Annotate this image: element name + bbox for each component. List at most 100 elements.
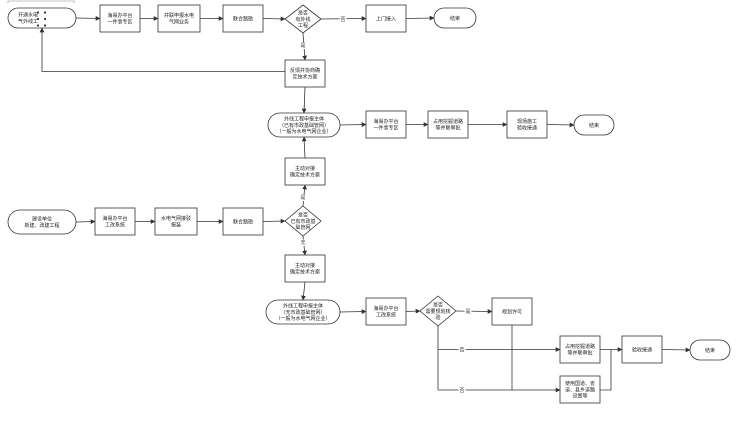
edge-t2-p6 bbox=[339, 122, 367, 127]
flow-node-p12: 联合踏勘 bbox=[222, 207, 264, 236]
edge-d3-p15 bbox=[455, 309, 493, 314]
node-shape bbox=[559, 375, 601, 404]
node-label: 验收接通 bbox=[517, 124, 537, 131]
node-label: 外线工程申报主体 bbox=[284, 116, 324, 123]
node-shape bbox=[506, 110, 548, 139]
node-shape bbox=[222, 207, 264, 236]
edge-p4-end1 bbox=[405, 15, 435, 21]
node-label: 一件事专区 bbox=[373, 124, 398, 131]
edge-start-p1 bbox=[75, 16, 101, 21]
flow-node-t3: 外线工程申报主体（无市政基础管网）（一般为水电气网企业） bbox=[265, 299, 341, 325]
flow-node-end3: 结束 bbox=[689, 339, 731, 361]
node-label: 新建、改建工程 bbox=[24, 222, 59, 229]
node-shape bbox=[284, 205, 322, 237]
node-label: （一般为水电气网企业） bbox=[275, 315, 330, 322]
node-shape bbox=[265, 299, 341, 325]
node-label: 上门接入 bbox=[376, 15, 396, 22]
svg-text:是: 是 bbox=[465, 309, 470, 315]
node-label: 海易办平台 bbox=[373, 305, 398, 312]
node-shape bbox=[157, 4, 201, 33]
edge-label-branch_no_2: 否 bbox=[458, 387, 466, 394]
edge-p12-d2 bbox=[262, 218, 286, 224]
node-label: （一般为水电气网企业） bbox=[276, 128, 331, 135]
edge-p17-end3 bbox=[661, 347, 691, 353]
node-label: 工改系统 bbox=[105, 221, 125, 228]
node-label: 已有市政基 bbox=[290, 218, 315, 225]
node-shape bbox=[365, 297, 407, 326]
node-label: 建设单位 bbox=[32, 216, 52, 223]
node-label: 气网业务 bbox=[169, 18, 189, 25]
node-label: 主动对接 bbox=[295, 165, 315, 172]
node-shape bbox=[433, 7, 477, 29]
node-label: 结束 bbox=[705, 347, 715, 354]
node-label: 工改系统 bbox=[376, 311, 396, 318]
node-shape bbox=[7, 209, 77, 235]
svg-text:否: 否 bbox=[459, 347, 464, 353]
node-label: 主动对接 bbox=[295, 262, 315, 269]
node-shape bbox=[284, 157, 326, 186]
node-shape bbox=[427, 110, 469, 139]
node-shape bbox=[365, 4, 407, 33]
svg-text:否: 否 bbox=[459, 388, 464, 394]
node-label: 等并联审批 bbox=[567, 349, 592, 356]
node-label: 外线工程申报主体 bbox=[283, 303, 323, 310]
edge-t3-p14 bbox=[339, 309, 367, 314]
edge-label-d1_no: 否 bbox=[339, 16, 347, 23]
node-label: 工程 bbox=[298, 22, 308, 29]
edge-label-d2_no: 无 bbox=[299, 239, 307, 246]
edge-label-d2_yes: 是 bbox=[299, 194, 307, 201]
node-label: 海易办平台 bbox=[102, 215, 127, 222]
node-shape bbox=[284, 254, 326, 283]
node-label: 设置等 bbox=[572, 393, 587, 400]
node-shape bbox=[99, 4, 141, 33]
node-label: 等并联审批 bbox=[435, 124, 460, 131]
node-label: （已有市政基础管网） bbox=[279, 122, 329, 129]
edge-p14-d3 bbox=[405, 308, 421, 314]
node-label: 需要规划核 bbox=[425, 308, 450, 315]
node-label: 道、县乡道路 bbox=[565, 386, 595, 393]
svg-text:是: 是 bbox=[300, 195, 305, 201]
edge-p13-t3 bbox=[301, 281, 306, 301]
edge-p18-up bbox=[600, 349, 612, 391]
node-label: 是否 bbox=[298, 213, 308, 219]
node-label: 海易办平台 bbox=[107, 12, 132, 19]
flow-node-end2: 结束 bbox=[573, 114, 615, 136]
node-label: 是否 bbox=[298, 11, 308, 17]
node-shape bbox=[419, 295, 457, 327]
node-shape bbox=[284, 4, 322, 34]
node-shape bbox=[621, 335, 663, 364]
node-label: 现场施工 bbox=[517, 118, 537, 125]
node-shape bbox=[267, 112, 341, 138]
node-shape bbox=[222, 4, 264, 33]
node-shape bbox=[559, 335, 601, 364]
node-label: 础管网 bbox=[295, 224, 310, 231]
edge-p5-t2 bbox=[301, 86, 307, 114]
node-label: 报装 bbox=[171, 221, 181, 228]
node-label: 结束 bbox=[589, 122, 599, 129]
node-label: 确定技术方案 bbox=[290, 268, 320, 275]
flow-node-end1: 结束 bbox=[433, 7, 477, 29]
edge-label-d1_yes: 是 bbox=[299, 42, 307, 49]
node-shape bbox=[365, 110, 407, 139]
resize-handle-icon bbox=[7, 0, 75, 27]
node-label: 联合踏勘 bbox=[233, 15, 253, 22]
flow-node-t2: 外线工程申报主体（已有市政基础管网）（一般为水电气网企业） bbox=[267, 112, 341, 138]
node-shape bbox=[689, 339, 731, 361]
node-label: 开通水电 bbox=[18, 12, 38, 19]
flow-node-p3: 联合踏勘 bbox=[222, 4, 264, 33]
